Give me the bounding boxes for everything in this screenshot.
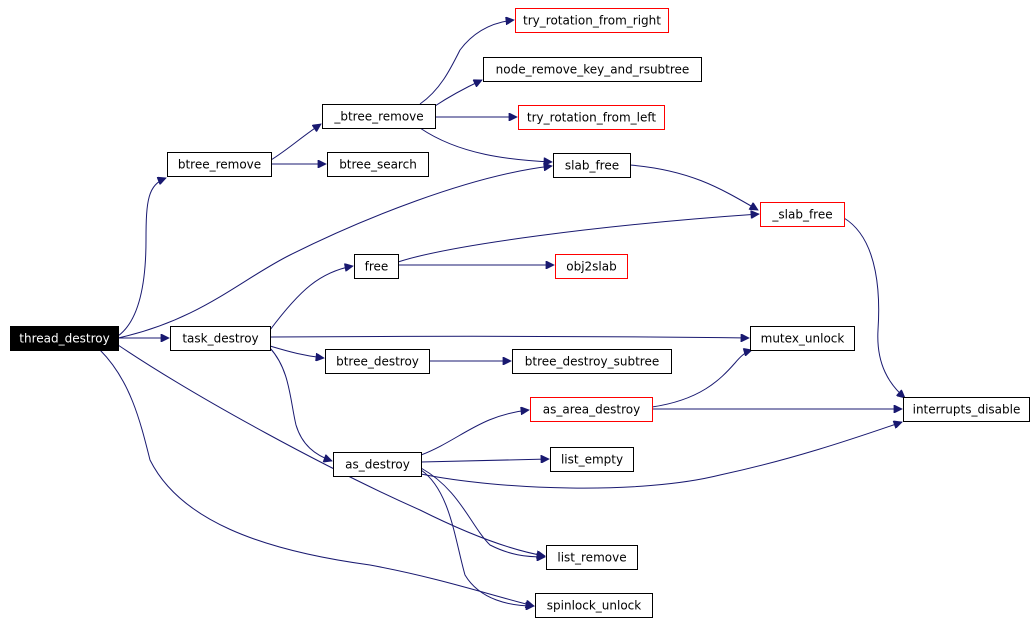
- edge--slab-free-to-interrupts-disable: [843, 217, 905, 398]
- edge-slab-free-to--slab-free: [629, 164, 758, 210]
- node-label: btree_destroy_subtree: [525, 355, 659, 369]
- node-mutex-unlock[interactable]: mutex_unlock: [750, 326, 855, 351]
- node-box[interactable]: [760, 202, 845, 227]
- node-box[interactable]: [515, 8, 669, 33]
- node-label: _slab_free: [771, 208, 832, 222]
- edge-btree-remove-to--btree-remove: [270, 124, 321, 161]
- node-box[interactable]: [354, 254, 399, 279]
- node-label: node_remove_key_and_rsubtree: [496, 63, 690, 77]
- node-node-remove-key-and-rsubtree[interactable]: node_remove_key_and_rsubtree: [483, 57, 702, 82]
- node-try-rotation-from-right[interactable]: try_rotation_from_right: [515, 8, 669, 33]
- edge-as-destroy-to-list-remove: [420, 467, 545, 557]
- node-label: task_destroy: [182, 332, 258, 346]
- edge-task-destroy-to-btree-destroy: [269, 345, 324, 358]
- edge-as-area-destroy-to-mutex-unlock: [651, 350, 752, 408]
- node-label: list_empty: [561, 453, 623, 467]
- node-box[interactable]: [750, 326, 855, 351]
- node-label: btree_destroy: [336, 355, 419, 369]
- edge-as-destroy-to-as-area-destroy: [420, 410, 529, 456]
- node-box[interactable]: [167, 152, 272, 177]
- node-label: mutex_unlock: [761, 332, 845, 346]
- node-obj2slab[interactable]: obj2slab: [555, 254, 628, 279]
- node-box[interactable]: [530, 397, 653, 422]
- node-slab-free[interactable]: slab_free: [553, 153, 631, 178]
- node-box[interactable]: [333, 452, 422, 477]
- node-label: try_rotation_from_right: [523, 14, 661, 28]
- node-free[interactable]: free: [354, 254, 399, 279]
- node-box[interactable]: [546, 545, 638, 570]
- node-underscore-btree-remove[interactable]: _btree_remove: [322, 104, 436, 129]
- node-label: slab_free: [565, 159, 619, 173]
- node-label: try_rotation_from_left: [527, 111, 656, 125]
- node-box[interactable]: [535, 593, 653, 618]
- node-box[interactable]: [555, 254, 628, 279]
- edge-free-to--slab-free: [397, 214, 759, 263]
- node-btree-search[interactable]: btree_search: [327, 152, 429, 177]
- node-interrupts-disable[interactable]: interrupts_disable: [903, 397, 1030, 422]
- node-label: obj2slab: [566, 260, 616, 274]
- node-label: as_area_destroy: [543, 403, 640, 417]
- node-label: _btree_remove: [333, 110, 423, 124]
- node-box[interactable]: [553, 153, 631, 178]
- node-box[interactable]: [903, 397, 1030, 422]
- edge-as-destroy-to-interrupts-disable: [420, 422, 902, 489]
- node-label: list_remove: [557, 551, 626, 565]
- edge-thread-destroy-to-btree-remove: [117, 178, 166, 337]
- node-underscore-slab-free[interactable]: _slab_free: [760, 202, 845, 227]
- edge--btree-remove-to-node-remove-key-and-rsubtree: [434, 80, 482, 107]
- node-box[interactable]: [322, 104, 436, 129]
- node-label: btree_remove: [178, 158, 261, 172]
- node-btree-destroy-subtree[interactable]: btree_destroy_subtree: [512, 349, 672, 374]
- node-btree-remove[interactable]: btree_remove: [167, 152, 272, 177]
- nodes-layer: thread_destroy btree_remove task_destroy sl…: [10, 8, 1030, 618]
- node-label: spinlock_unlock: [547, 599, 642, 613]
- node-label: btree_search: [339, 158, 417, 172]
- node-try-rotation-from-left[interactable]: try_rotation_from_left: [518, 105, 665, 130]
- node-box[interactable]: [512, 349, 672, 374]
- edge-thread-destroy-to-slab-free: [117, 166, 552, 339]
- node-label: interrupts_disable: [913, 403, 1021, 417]
- edge--btree-remove-to-try-rotation-from-right: [419, 20, 514, 105]
- edge--btree-remove-to-slab-free: [419, 127, 552, 162]
- node-label: free: [365, 260, 389, 274]
- node-task-destroy[interactable]: task_destroy: [170, 326, 271, 351]
- edge-thread-destroy-to-spinlock-unlock: [99, 349, 534, 606]
- node-box[interactable]: [325, 349, 430, 374]
- node-thread-destroy[interactable]: thread_destroy: [10, 326, 119, 351]
- node-box[interactable]: [170, 326, 271, 351]
- edge-as-destroy-to-list-empty: [420, 459, 549, 462]
- edge-thread-destroy-to-list-remove: [117, 344, 545, 556]
- node-box[interactable]: [10, 326, 119, 351]
- edges-layer: [99, 20, 905, 606]
- node-as-destroy[interactable]: as_destroy: [333, 452, 422, 477]
- edge-as-destroy-to-spinlock-unlock: [420, 469, 534, 606]
- node-as-area-destroy[interactable]: as_area_destroy: [530, 397, 653, 422]
- node-list-remove[interactable]: list_remove: [546, 545, 638, 570]
- node-list-empty[interactable]: list_empty: [550, 447, 634, 472]
- node-label: thread_destroy: [19, 332, 109, 346]
- edge-task-destroy-to-as-destroy: [269, 347, 332, 461]
- node-box[interactable]: [550, 447, 634, 472]
- node-spinlock-unlock[interactable]: spinlock_unlock: [535, 593, 653, 618]
- edge-task-destroy-to-mutex-unlock: [269, 336, 749, 338]
- node-btree-destroy[interactable]: btree_destroy: [325, 349, 430, 374]
- node-box[interactable]: [327, 152, 429, 177]
- edge-task-destroy-to-free: [269, 266, 353, 331]
- node-box[interactable]: [483, 57, 702, 82]
- node-box[interactable]: [518, 105, 665, 130]
- node-label: as_destroy: [345, 458, 410, 472]
